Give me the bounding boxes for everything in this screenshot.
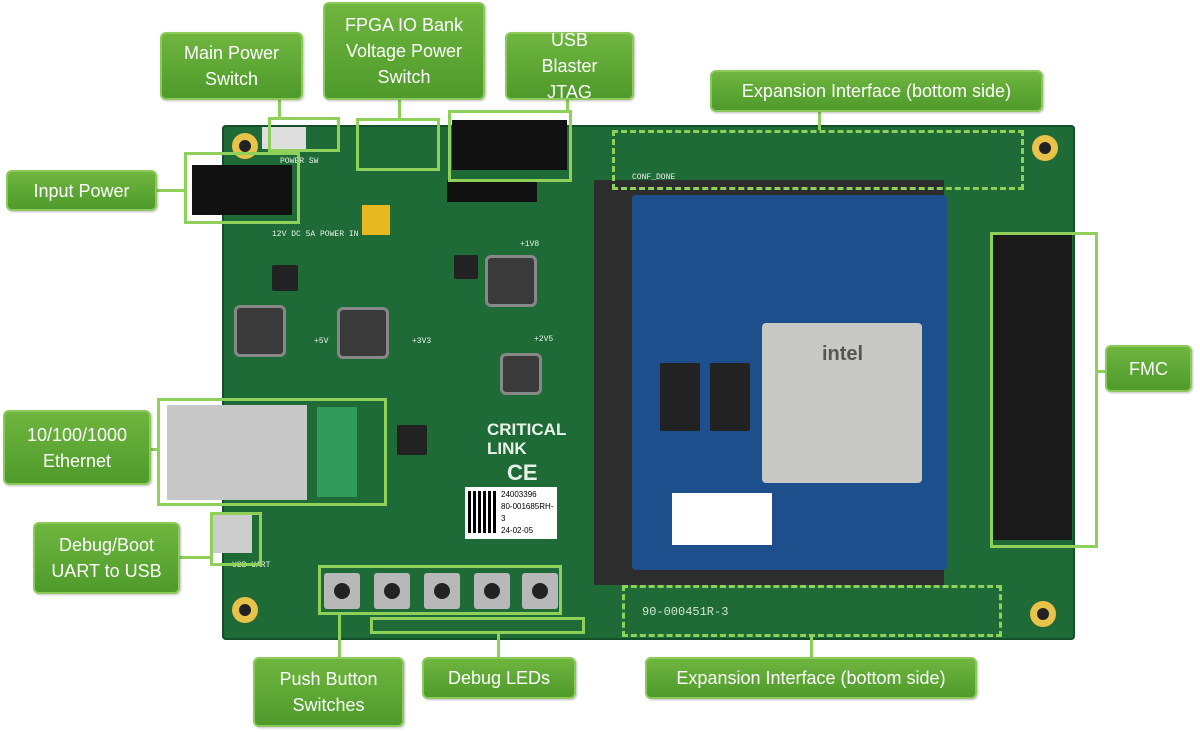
som-module: intel (632, 195, 947, 570)
chip (454, 255, 478, 279)
power-switch (262, 127, 306, 149)
callout-push-buttons: Push Button Switches (253, 657, 404, 727)
pcb-board: POWER SW 12V DC 5A POWER IN CONF_DONE +1… (167, 120, 1075, 640)
push-button[interactable] (424, 573, 460, 609)
mounting-hole (232, 597, 258, 623)
mounting-hole (1032, 135, 1058, 161)
memory-chip (710, 363, 750, 431)
callout-expansion-top: Expansion Interface (bottom side) (710, 70, 1043, 112)
highlight-usb-blaster (448, 110, 572, 182)
highlight-push-buttons (318, 565, 562, 615)
silk-3v3: +3V3 (412, 337, 432, 346)
jtag-header (452, 120, 567, 170)
power-jack (192, 165, 292, 215)
highlight-debug-leds (370, 617, 585, 634)
ethernet-jack (167, 405, 307, 500)
chip (397, 425, 427, 455)
callout-debug-uart: Debug/Boot UART to USB (33, 522, 180, 594)
callout-expansion-bottom: Expansion Interface (bottom side) (645, 657, 977, 699)
serial-label: 24003396 80-001685RH-3 24-02-05 (465, 487, 557, 539)
fpga-vendor-logo: intel (822, 343, 864, 365)
fpga-chip: intel (762, 323, 922, 483)
leader-line (278, 100, 281, 117)
memory-chip (660, 363, 700, 431)
serial-number: 24003396 (501, 490, 537, 499)
highlight-fpga-io-switch (356, 118, 440, 171)
callout-main-power-switch: Main Power Switch (160, 32, 303, 100)
highlight-expansion-top (612, 130, 1024, 190)
leader-line (338, 615, 341, 657)
usb-connector (212, 513, 252, 553)
part-number: 80-001685RH-3 (501, 502, 554, 523)
qr-code (468, 491, 496, 533)
silk-1v8: +1V8 (520, 240, 540, 249)
silk-power-in: 12V DC 5A POWER IN (272, 230, 359, 239)
mounting-hole (1030, 601, 1056, 627)
leader-line (818, 112, 821, 130)
fmc-connector-body (992, 235, 1072, 540)
module-label (672, 493, 772, 545)
inductor (500, 353, 542, 395)
inductor (485, 255, 537, 307)
leader-line (151, 448, 157, 451)
push-button[interactable] (474, 573, 510, 609)
silk-conf-done: CONF_DONE (632, 173, 676, 182)
highlight-uart (210, 512, 262, 566)
critical-link-logo: CRITICAL LINK (487, 420, 567, 458)
leader-line (497, 634, 500, 657)
callout-debug-leds: Debug LEDs (422, 657, 576, 699)
push-button[interactable] (324, 573, 360, 609)
ethernet-transformer (317, 407, 357, 497)
board-id: 90-000451R-3 (642, 605, 729, 619)
chip (272, 265, 298, 291)
capacitor (362, 205, 390, 235)
callout-ethernet: 10/100/1000 Ethernet (3, 410, 151, 485)
leader-line (566, 100, 569, 110)
highlight-main-power-switch (268, 117, 340, 152)
silk-5v: +5V (314, 337, 329, 346)
callout-usb-blaster: USB Blaster JTAG (505, 30, 634, 102)
push-button[interactable] (522, 573, 558, 609)
leader-line (157, 189, 184, 192)
push-button[interactable] (374, 573, 410, 609)
header (447, 180, 537, 202)
leader-line (398, 100, 401, 118)
leader-line (180, 556, 210, 559)
inductor (234, 305, 286, 357)
callout-fpga-io-bank: FPGA IO Bank Voltage Power Switch (323, 2, 485, 100)
date-code: 24-02-05 (501, 526, 534, 535)
callout-fmc: FMC (1105, 345, 1192, 392)
leader-line (1098, 370, 1105, 373)
highlight-expansion-bottom (622, 585, 1002, 637)
inductor (337, 307, 389, 359)
highlight-fmc (990, 232, 1098, 548)
highlight-ethernet (157, 398, 387, 506)
leader-line (810, 637, 813, 657)
ce-mark: CE (507, 460, 538, 485)
callout-input-power: Input Power (6, 170, 157, 211)
highlight-input-power (184, 152, 300, 224)
silk-2v5: +2V5 (534, 335, 554, 344)
